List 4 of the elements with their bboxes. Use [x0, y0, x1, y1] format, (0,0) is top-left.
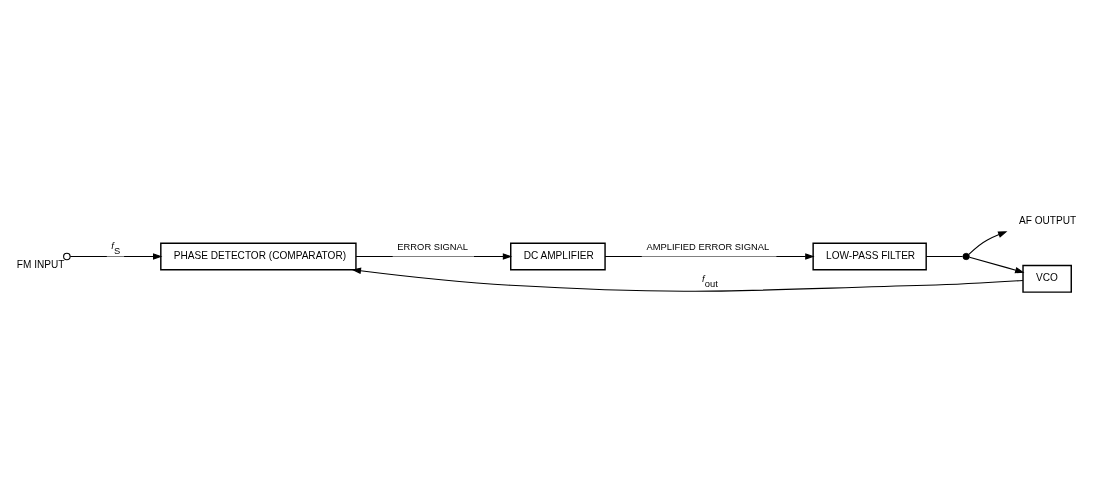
node-text: AF OUTPUT: [1019, 214, 1077, 226]
edge-label: ERROR SIGNAL: [397, 241, 469, 252]
edge-label: AMPLIFIED ERROR SIGNAL: [646, 241, 770, 252]
node-label: FM INPUT: [16, 258, 65, 270]
